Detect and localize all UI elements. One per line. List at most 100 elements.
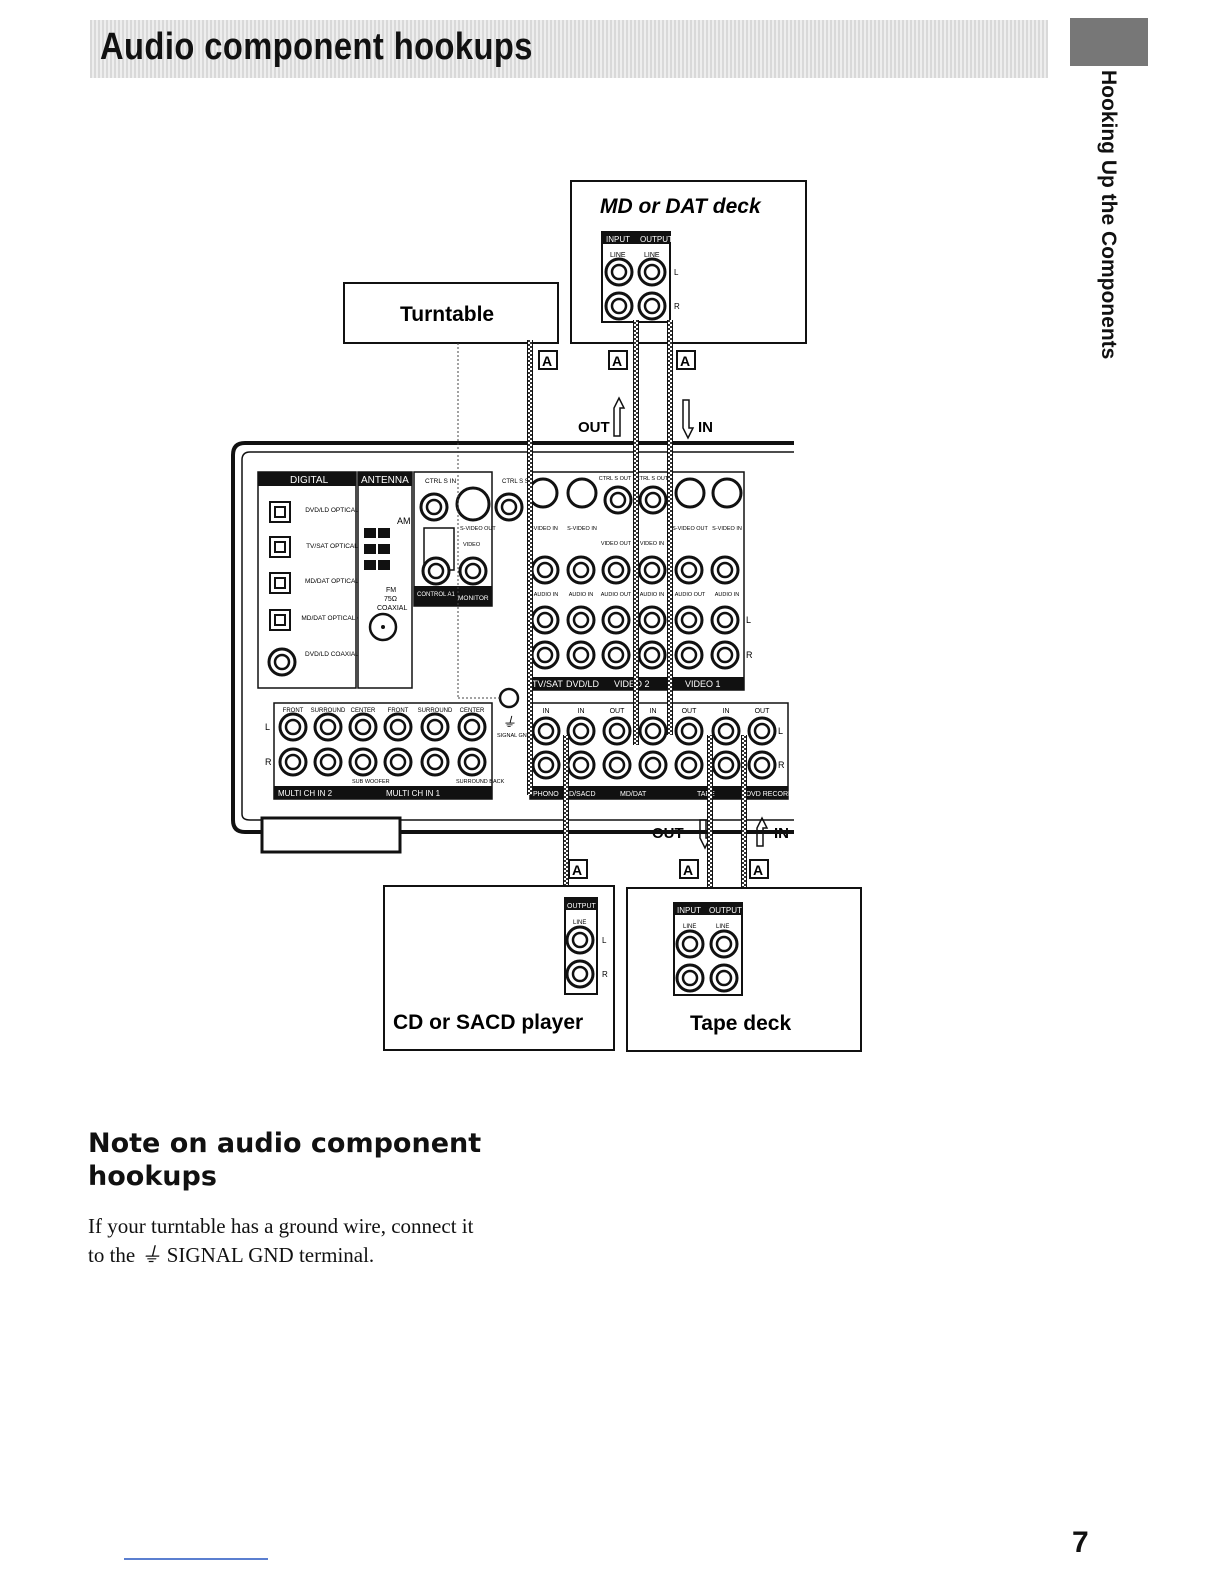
md-input-r-jack	[604, 291, 634, 321]
svg-text:MONITOR: MONITOR	[458, 595, 489, 602]
note-body-prefix: to the	[88, 1243, 141, 1267]
svg-text:AUDIO IN: AUDIO IN	[640, 592, 664, 598]
md-output-l-jack	[637, 257, 667, 287]
svg-text:AM: AM	[397, 516, 411, 526]
svg-text:DVD/LD COAXIAL IN: DVD/LD COAXIAL IN	[305, 651, 367, 658]
svg-text:⏚: ⏚	[502, 714, 516, 730]
svg-text:AUDIO OUT: AUDIO OUT	[675, 592, 706, 598]
svg-text:CENTER: CENTER	[460, 708, 485, 714]
svg-text:INPUT: INPUT	[677, 906, 701, 915]
svg-text:R: R	[746, 650, 753, 660]
svg-text:OUT: OUT	[682, 708, 698, 715]
svg-text:AUDIO IN: AUDIO IN	[569, 592, 593, 598]
svg-text:TV/SAT OPTICAL IN: TV/SAT OPTICAL IN	[306, 543, 366, 550]
svg-text:CD/SACD: CD/SACD	[564, 791, 596, 798]
svg-text:S-VIDEO IN: S-VIDEO IN	[712, 526, 742, 532]
tape-deck-label: Tape deck	[690, 1012, 791, 1035]
svg-text:DVD/LD: DVD/LD	[566, 679, 600, 689]
svg-text:DVD/LD OPTICAL IN: DVD/LD OPTICAL IN	[305, 507, 367, 514]
note-body-line-1: If your turntable has a ground wire, con…	[88, 1214, 474, 1238]
svg-text:R: R	[265, 757, 272, 767]
svg-text:IN: IN	[650, 708, 657, 715]
receiver-rear-panel: DIGITAL DVD/LD OPTICAL IN TV/SAT OPTICAL…	[231, 441, 794, 854]
svg-text:FM: FM	[386, 587, 396, 594]
md-dat-label: MD or DAT deck	[600, 195, 762, 218]
svg-text:MD/DAT OPTICAL IN: MD/DAT OPTICAL IN	[305, 578, 367, 585]
svg-text:MULTI CH IN 1: MULTI CH IN 1	[386, 789, 441, 798]
section-marker	[1070, 18, 1148, 66]
svg-text:SUB WOOFER: SUB WOOFER	[352, 779, 390, 785]
svg-text:CENTER: CENTER	[351, 708, 376, 714]
svg-text:AUDIO OUT: AUDIO OUT	[601, 592, 632, 598]
cd-sacd-player: OUTPUT LINE L R CD or SACD player	[383, 885, 615, 1051]
svg-text:PHONO: PHONO	[533, 791, 559, 798]
svg-text:CTRL S OUT: CTRL S OUT	[636, 476, 669, 482]
svg-text:TV/SAT: TV/SAT	[532, 679, 563, 689]
svg-text:DVD RECORD: DVD RECORD	[746, 791, 793, 798]
turntable-label: Turntable	[400, 303, 494, 326]
svg-text:L: L	[602, 936, 607, 945]
svg-text:OUT: OUT	[755, 708, 771, 715]
svg-text:L: L	[778, 726, 783, 736]
svg-text:R: R	[778, 760, 785, 770]
title-bar: Audio component hookups	[90, 20, 1048, 78]
svg-text:R: R	[674, 302, 680, 311]
svg-text:VIDEO 2: VIDEO 2	[614, 679, 650, 689]
svg-text:MD/DAT: MD/DAT	[620, 791, 647, 798]
svg-text:FRONT: FRONT	[388, 708, 409, 714]
md-dat-deck: MD or DAT deck INPUT OUTPUT LINE LINE L …	[570, 180, 807, 344]
svg-text:A: A	[572, 862, 582, 878]
svg-text:MD/DAT OPTICAL OUT: MD/DAT OPTICAL OUT	[301, 615, 370, 622]
svg-text:VIDEO IN: VIDEO IN	[640, 541, 664, 547]
ground-icon: ⏚	[140, 1243, 162, 1267]
svg-text:OUTPUT: OUTPUT	[640, 235, 673, 244]
svg-text:IN: IN	[723, 708, 730, 715]
note-body: If your turntable has a ground wire, con…	[88, 1212, 558, 1270]
svg-text:IN: IN	[698, 419, 713, 436]
svg-text:MULTI CH IN 2: MULTI CH IN 2	[278, 789, 333, 798]
svg-text:L: L	[746, 615, 751, 625]
svg-text:IN: IN	[543, 708, 550, 715]
md-input-l-jack	[604, 257, 634, 287]
svg-text:CONTROL A1 II: CONTROL A1 II	[417, 592, 460, 598]
svg-text:S-VIDEO IN: S-VIDEO IN	[528, 526, 558, 532]
turntable: Turntable	[343, 282, 559, 344]
svg-text:OUT: OUT	[610, 708, 626, 715]
svg-text:AUDIO IN: AUDIO IN	[715, 592, 739, 598]
svg-text:SURROUND: SURROUND	[311, 708, 346, 714]
svg-text:FRONT: FRONT	[283, 708, 304, 714]
svg-text:A: A	[683, 862, 693, 878]
svg-text:R: R	[602, 970, 608, 979]
note-body-suffix: SIGNAL GND terminal.	[161, 1243, 375, 1267]
svg-text:S-VIDEO OUT: S-VIDEO OUT	[460, 526, 496, 532]
svg-text:ANTENNA: ANTENNA	[361, 475, 409, 486]
svg-text:CTRL S IN: CTRL S IN	[425, 478, 456, 485]
signal-arrows: OUT IN OUT IN	[578, 396, 789, 850]
svg-text:L: L	[265, 722, 270, 732]
svg-text:DIGITAL: DIGITAL	[290, 475, 329, 486]
svg-text:COAXIAL: COAXIAL	[377, 605, 407, 612]
svg-text:A: A	[612, 353, 622, 369]
svg-text:LINE: LINE	[573, 920, 586, 926]
svg-text:OUT: OUT	[578, 419, 610, 436]
svg-text:AUDIO IN: AUDIO IN	[534, 592, 558, 598]
svg-text:VIDEO 1: VIDEO 1	[685, 679, 721, 689]
footer-rule	[124, 1558, 268, 1560]
svg-text:SURROUND: SURROUND	[418, 708, 453, 714]
note-heading: Note on audio component hookups	[88, 1128, 482, 1192]
svg-text:A: A	[542, 353, 552, 369]
tape-deck: INPUT OUTPUT LINE LINE Tape deck	[626, 887, 862, 1052]
svg-text:A: A	[753, 862, 763, 878]
svg-text:LINE: LINE	[610, 252, 626, 259]
cd-sacd-label: CD or SACD player	[393, 1011, 583, 1034]
svg-text:SIGNAL GND: SIGNAL GND	[497, 733, 531, 739]
svg-text:CTRL S OUT: CTRL S OUT	[599, 476, 632, 482]
svg-text:SURROUND BACK: SURROUND BACK	[456, 779, 505, 785]
svg-text:S-VIDEO OUT: S-VIDEO OUT	[672, 526, 708, 532]
svg-text:S-VIDEO IN: S-VIDEO IN	[567, 526, 597, 532]
svg-text:LINE: LINE	[683, 924, 696, 930]
svg-text:VIDEO OUT: VIDEO OUT	[601, 541, 632, 547]
svg-text:LINE: LINE	[716, 924, 729, 930]
svg-text:75Ω: 75Ω	[384, 596, 397, 603]
